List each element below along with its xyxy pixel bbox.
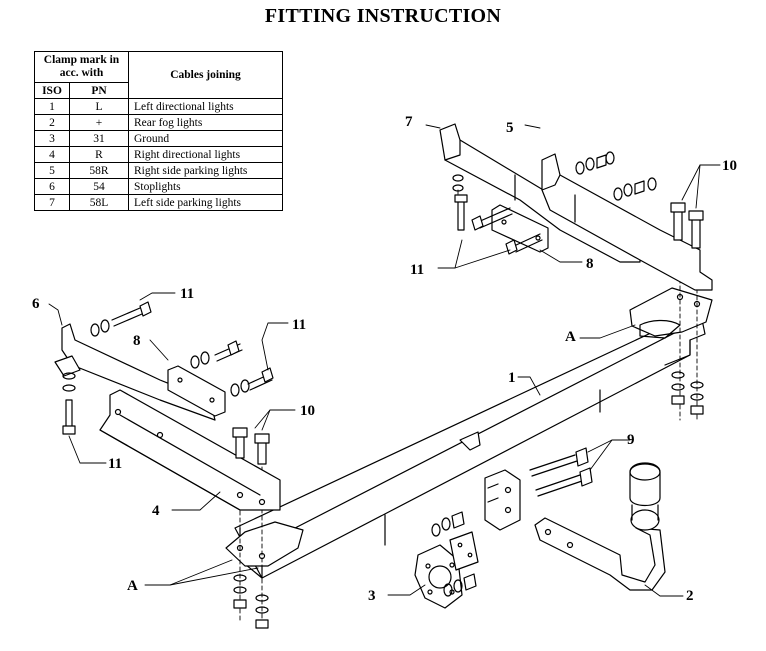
part-labels: 7 5 10 11 8 11 6 8 11 A 1 10 11 9 4 A 3 … xyxy=(32,114,737,604)
clamp-mark-header: Clamp mark in acc. with xyxy=(34,51,129,83)
desc-cell: Right side parking lights xyxy=(128,162,283,179)
ball-neck-part-2 xyxy=(534,462,666,591)
bracket-part-4 xyxy=(99,389,281,511)
leader-lines xyxy=(48,124,721,597)
nuts-washers-right-bottom xyxy=(671,371,704,415)
bolts-11-left xyxy=(62,301,274,435)
pn-cell: 58R xyxy=(69,162,129,179)
label-part-2: 2 xyxy=(686,588,694,604)
label-part-5: 5 xyxy=(506,120,514,136)
label-part-3: 3 xyxy=(368,588,376,604)
spacer-plate-8-left xyxy=(167,365,226,417)
label-part-10-left: 10 xyxy=(300,403,315,419)
label-part-4: 4 xyxy=(152,503,160,519)
socket-plate-part-3 xyxy=(414,511,479,609)
label-part-9: 9 xyxy=(627,432,635,448)
bolts-10-upper xyxy=(670,202,704,249)
page-title: FITTING INSTRUCTION xyxy=(264,5,502,27)
desc-cell: Left side parking lights xyxy=(128,194,283,211)
label-part-1: 1 xyxy=(508,370,516,386)
table-row: 2+Rear fog lights xyxy=(34,114,283,131)
label-part-7: 7 xyxy=(405,114,413,130)
bracket-part-5 xyxy=(541,153,713,291)
nuts-washers-upper-right xyxy=(575,151,657,201)
label-part-8-left: 8 xyxy=(133,333,141,349)
pn-header: PN xyxy=(69,82,129,99)
label-part-11-upper: 11 xyxy=(410,262,424,278)
label-part-8-upper: 8 xyxy=(586,256,594,272)
label-part-6: 6 xyxy=(32,296,40,312)
label-part-11-left-top: 11 xyxy=(180,286,194,302)
label-part-11-left-bottom: 11 xyxy=(108,456,122,472)
center-hitch-mount xyxy=(459,431,593,531)
cable-joining-table: Clamp mark in acc. with Cables joining I… xyxy=(34,51,283,211)
bolts-10-left xyxy=(232,427,270,465)
label-a-left: A xyxy=(127,578,138,594)
label-part-10-upper: 10 xyxy=(722,158,737,174)
nuts-washers-left-bottom xyxy=(233,574,269,629)
label-a-right: A xyxy=(565,329,576,345)
bolts-11-upper xyxy=(452,174,543,255)
label-part-11-left-mid: 11 xyxy=(292,317,306,333)
